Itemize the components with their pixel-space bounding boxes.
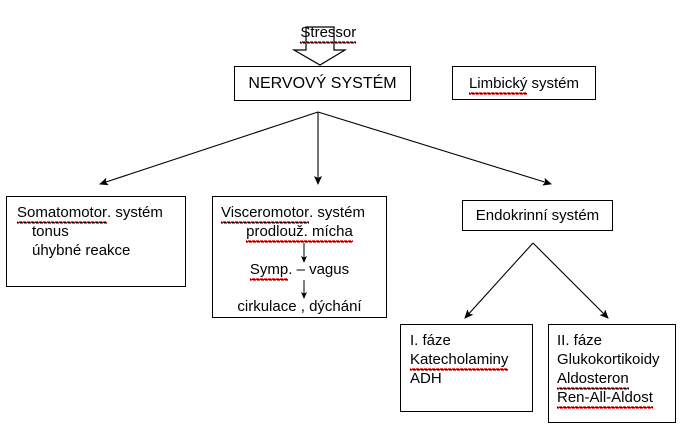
block-arrow-stressor-to-nervous-system — [291, 26, 348, 66]
arrow-ns-to-endocrine — [317, 111, 552, 186]
limbic-system-label-word: Limbický — [468, 75, 528, 95]
limbic-system-label: Limbický systém — [452, 74, 596, 95]
arrow-endocrine-to-phase-one — [464, 242, 534, 319]
visceromotor-line-2-text: prodlouž. mícha — [246, 223, 353, 243]
phase-two-line-4-text: Ren-All-Aldost — [557, 389, 653, 409]
visceromotor-line-1-rest: . systém — [309, 204, 365, 221]
node-stressor: Stressor — [250, 4, 390, 62]
phase-two-line-2: Glukokortikoidy — [557, 351, 660, 368]
phase-one-line-2-text: Katecholaminy — [410, 351, 509, 371]
phase-one-line-1: I. fáze — [410, 332, 451, 349]
visceromotor-line-2: prodlouž. mícha — [212, 222, 387, 243]
somatomotor-line-2: tonus — [32, 223, 69, 240]
visceromotor-line-3-rest: . – vagus — [288, 261, 350, 278]
node-phase-one — [400, 324, 533, 412]
phase-one-line-3: ADH — [410, 370, 442, 387]
phase-two-line-3-text: Aldosteron — [557, 370, 629, 390]
somatomotor-line-1: Somatomotor. systém — [17, 203, 163, 224]
phase-two-line-4: Ren-All-Aldost — [557, 388, 653, 409]
stressor-label: Stressor — [300, 24, 357, 44]
phase-one-line-2: Katecholaminy — [410, 350, 509, 371]
node-endocrine — [462, 200, 613, 231]
limbic-system-label-rest: systém — [527, 75, 580, 92]
somatomotor-line-3: úhybné reakce — [32, 242, 131, 259]
node-nervous-system — [234, 66, 411, 101]
phase-two-line-3: Aldosteron — [557, 369, 629, 390]
node-limbic-system — [452, 66, 596, 100]
endocrine-label: Endokrinní systém — [475, 207, 600, 224]
node-somatomotor — [6, 196, 186, 287]
somatomotor-line-1-word: Somatomotor — [17, 204, 108, 224]
node-visceromotor — [212, 196, 387, 318]
visceromotor-line-3-word: Symp — [249, 261, 289, 281]
somatomotor-line-1-rest: . systém — [107, 204, 163, 221]
visceromotor-line-1-word: Visceromotor — [221, 204, 310, 224]
visceromotor-line-4: cirkulace , dýchání — [237, 298, 362, 315]
phase-two-line-1: II. fáze — [557, 332, 603, 349]
nervous-system-label: NERVOVÝ SYSTÉM — [248, 75, 397, 92]
arrow-ns-to-somatomotor — [99, 111, 319, 186]
arrow-endocrine-to-phase-two — [532, 242, 609, 319]
node-phase-two — [548, 324, 676, 423]
visceromotor-line-1: Visceromotor. systém — [221, 203, 365, 224]
visceromotor-line-3: Symp. – vagus — [212, 260, 387, 281]
